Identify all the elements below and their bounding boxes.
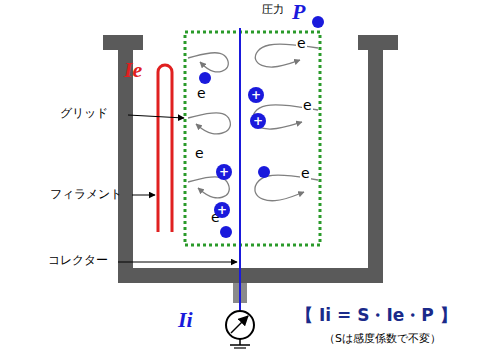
gas-molecule xyxy=(258,166,270,178)
filament-label: フィラメント xyxy=(50,188,122,201)
gas-molecule xyxy=(220,226,232,238)
ground-wire xyxy=(239,339,241,345)
formula-note: （Sは感度係数で不変） xyxy=(324,333,441,345)
ground-symbol xyxy=(230,344,250,346)
ion-sign: + xyxy=(217,204,227,216)
electron-label: e xyxy=(296,36,307,51)
emission-current-label: Ie xyxy=(124,58,142,82)
collector-label: コレクター xyxy=(48,254,108,267)
electron-path xyxy=(188,177,229,198)
ground-symbol xyxy=(234,347,246,348)
electron-path xyxy=(188,113,230,134)
filament xyxy=(158,65,172,232)
electron-paths xyxy=(188,44,318,201)
grid-label: グリッド xyxy=(60,107,108,120)
electron-label: e xyxy=(302,98,313,113)
pressure-label: 圧力 xyxy=(262,4,284,16)
collector xyxy=(239,28,241,311)
electron-path xyxy=(255,44,318,67)
ion-circle: + xyxy=(216,164,232,180)
ion-circle: + xyxy=(250,113,266,129)
ion-sign: + xyxy=(251,89,261,101)
grid xyxy=(185,32,320,245)
leader-line xyxy=(128,115,184,118)
leader-line xyxy=(118,262,237,263)
formula: 【 Ii = S・Ie・P 】 xyxy=(296,306,457,325)
ammeter xyxy=(226,311,254,339)
electron-label: e xyxy=(196,86,207,101)
ion-circle: + xyxy=(248,87,264,103)
ammeter-needle xyxy=(231,316,248,333)
pressure-symbol: P xyxy=(292,0,305,24)
ion-circle: + xyxy=(214,202,230,218)
ion-sign: + xyxy=(219,166,229,178)
gas-molecule xyxy=(312,16,324,28)
leader-line xyxy=(132,195,155,196)
ion-sign: + xyxy=(253,115,263,127)
electron-label: e xyxy=(300,166,311,181)
ion-current-label: Ii xyxy=(178,308,193,332)
housing xyxy=(103,35,398,283)
electron-label: e xyxy=(194,146,205,161)
electron-path xyxy=(188,53,228,72)
gas-molecule xyxy=(199,72,211,84)
